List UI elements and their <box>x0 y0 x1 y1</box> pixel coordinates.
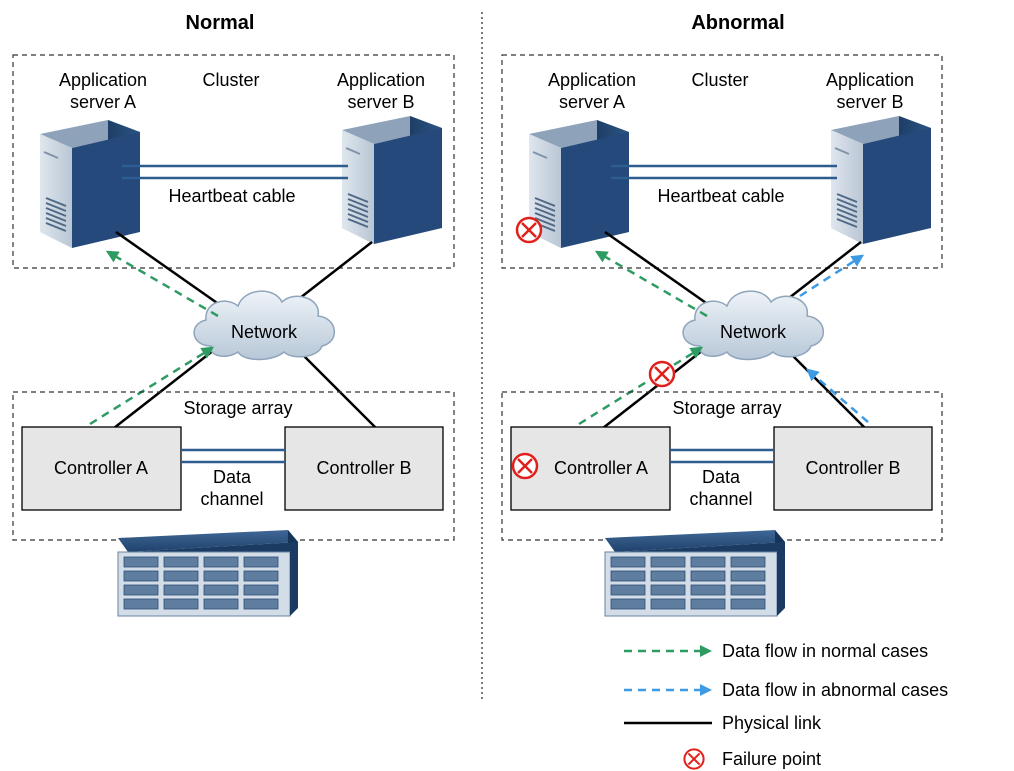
legend-failure-point-label: Failure point <box>722 749 821 769</box>
server-b-label-line2: server B <box>836 92 903 112</box>
data-channel-label-line2: channel <box>689 489 752 509</box>
cluster-label: Cluster <box>202 70 259 90</box>
heartbeat-cable <box>611 164 837 180</box>
controller-a-label: Controller A <box>554 458 648 478</box>
normal-flow-arrows <box>578 250 708 426</box>
controller-b-label: Controller B <box>316 458 411 478</box>
controller-b <box>773 426 933 511</box>
server-b-label-line1: Application <box>826 70 914 90</box>
network-label: Network <box>720 322 787 342</box>
heartbeat-cable <box>122 164 348 180</box>
physical-links <box>602 230 866 429</box>
disk-enclosure-icon <box>604 529 786 617</box>
server-a-label-line1: Application <box>548 70 636 90</box>
storage-array-boundary <box>12 391 455 541</box>
failure-point-icon <box>511 452 539 480</box>
cluster-label: Cluster <box>691 70 748 90</box>
network-label: Network <box>231 322 298 342</box>
controller-a <box>21 426 182 511</box>
panel-normal: Normal Application server A Cluster Appl… <box>12 12 455 617</box>
panel-heading: Normal <box>186 12 255 34</box>
data-channel-label-line2: channel <box>200 489 263 509</box>
cluster-boundary <box>12 54 455 269</box>
legend-failure-point-icon <box>683 748 705 770</box>
legend-abnormal-flow-arrowhead <box>700 684 712 696</box>
heartbeat-label: Heartbeat cable <box>657 186 784 206</box>
legend-physical-link-label: Physical link <box>722 713 822 733</box>
legend-abnormal-flow-label: Data flow in abnormal cases <box>722 680 948 700</box>
panel-abnormal: Abnormal Application server A Cluster Ap… <box>501 12 943 617</box>
cluster-boundary <box>501 54 943 269</box>
data-channel-cable <box>670 448 774 464</box>
abnormal-flow-arrows <box>799 254 869 423</box>
server-b-icon <box>830 115 932 245</box>
legend: Data flow in normal cases Data flow in a… <box>624 641 948 770</box>
server-a-icon <box>528 119 630 249</box>
server-b-label-line2: server B <box>347 92 414 112</box>
data-channel-label-line1: Data <box>213 467 252 487</box>
server-a-label-line2: server A <box>559 92 625 112</box>
controller-a-label: Controller A <box>54 458 148 478</box>
data-channel-cable <box>181 448 285 464</box>
controller-b-label: Controller B <box>805 458 900 478</box>
failure-point-icon <box>515 216 543 244</box>
storage-array-label: Storage array <box>183 398 292 418</box>
legend-normal-flow-arrowhead <box>700 645 712 657</box>
disk-enclosure-icon <box>117 529 299 617</box>
controller-b <box>284 426 444 511</box>
server-b-label-line1: Application <box>337 70 425 90</box>
normal-flow-arrows <box>89 250 219 426</box>
heartbeat-label: Heartbeat cable <box>168 186 295 206</box>
server-a-icon <box>39 119 141 249</box>
storage-array-boundary <box>501 391 943 541</box>
server-a-label-line2: server A <box>70 92 136 112</box>
physical-links <box>113 230 377 429</box>
legend-normal-flow-label: Data flow in normal cases <box>722 641 928 661</box>
storage-array-label: Storage array <box>672 398 781 418</box>
panel-heading: Abnormal <box>691 12 784 34</box>
server-a-label-line1: Application <box>59 70 147 90</box>
data-channel-label-line1: Data <box>702 467 741 487</box>
server-b-icon <box>341 115 443 245</box>
failure-point-icon <box>648 360 676 388</box>
